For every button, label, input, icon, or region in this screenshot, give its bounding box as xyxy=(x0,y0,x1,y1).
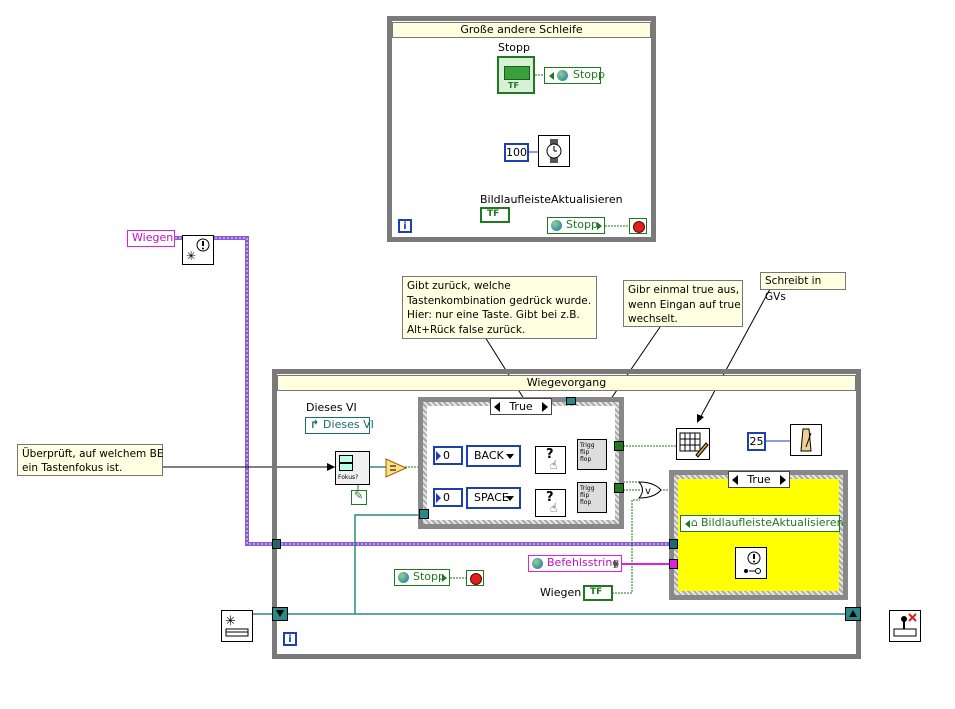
wiegen-local-variable[interactable]: Wiegen xyxy=(127,230,175,247)
global-variable-write-icon[interactable] xyxy=(676,428,710,460)
or-symbol-icon: v xyxy=(637,481,662,499)
key-ring-back[interactable]: BACK xyxy=(466,445,521,467)
stopp-boolean-control[interactable]: TF xyxy=(497,56,535,94)
next-case-icon xyxy=(780,475,786,485)
top-loop-stop-terminal[interactable] xyxy=(629,218,647,234)
equal-triangle-icon xyxy=(385,458,408,478)
keyboard-icon: ✳ xyxy=(225,614,249,637)
index-arrow-icon xyxy=(436,493,441,503)
bild-label: BildlaufleisteAktualisieren xyxy=(480,193,623,206)
error-ring-icon xyxy=(744,551,761,574)
reference-arrow-icon: ↱ xyxy=(310,418,324,431)
top-loop-iteration-terminal: i xyxy=(398,219,412,233)
case-tunnel-right-2 xyxy=(614,483,624,493)
property-row-1 xyxy=(339,455,353,463)
globe-icon xyxy=(398,572,409,583)
main-loop-stop-terminal[interactable] xyxy=(466,570,484,586)
stop-circle-icon xyxy=(470,573,482,585)
case-tunnel-left xyxy=(419,509,429,519)
svg-text:✳: ✳ xyxy=(225,614,236,629)
prev-case-icon xyxy=(494,402,500,412)
metronome-icon xyxy=(800,428,812,452)
svg-text:v: v xyxy=(645,486,651,497)
main-loop-title: Wiegevorgang xyxy=(277,375,856,391)
top-while-loop[interactable] xyxy=(387,16,656,242)
main-while-loop[interactable] xyxy=(272,369,861,659)
case-tunnel-top xyxy=(566,397,576,405)
main-stopp-local-variable[interactable]: Stopp xyxy=(394,569,450,586)
stopp-local-variable-write[interactable]: Stopp xyxy=(544,67,605,84)
main-loop-iteration-terminal: i xyxy=(283,632,297,646)
joystick-close-icon xyxy=(893,613,917,637)
note-tastenkombination: Gibt zurück, welche Tastenkombination ge… xyxy=(402,276,597,339)
key-query-icon-2[interactable]: ? ☝ xyxy=(535,489,566,517)
note-tastenfokus: Überprüft, auf welchem BE ein Tastenfoku… xyxy=(17,444,163,476)
down-arrow-icon xyxy=(276,610,284,617)
case-selector-update[interactable]: True xyxy=(728,471,790,488)
next-case-icon xyxy=(542,402,548,412)
key-ring-space[interactable]: SPACE xyxy=(466,487,521,509)
fokus-property-node[interactable]: Fokus? xyxy=(335,451,370,485)
note-gv: Schreibt in GVs xyxy=(760,272,846,303)
dieses-vi-reference[interactable]: ↱ Dieses VI xyxy=(305,417,374,434)
watch-icon xyxy=(546,139,562,163)
bild-local-variable-write[interactable]: ⌂ BildlaufleisteAktualisieren xyxy=(680,515,844,532)
case-structure-update[interactable] xyxy=(669,470,848,600)
bild-control-tf: TF xyxy=(487,209,500,219)
flipflop-2[interactable]: Trigg flip flop xyxy=(577,482,607,513)
yellow-case-tunnel-pink xyxy=(669,559,678,569)
shift-register-right[interactable] xyxy=(845,607,861,621)
grid-pencil-icon xyxy=(679,432,709,458)
yellow-case-tunnel-purple xyxy=(669,539,678,549)
compare-equal-icon[interactable] xyxy=(385,458,408,478)
globe-icon xyxy=(532,558,543,569)
keyboard-acquire-icon[interactable]: ✳ xyxy=(221,610,253,642)
case-selector-keys[interactable]: True xyxy=(490,398,552,415)
keyboard-close-icon[interactable] xyxy=(889,610,921,642)
wait-constant-100[interactable]: 100 xyxy=(504,143,529,162)
stopp-local-variable-read[interactable]: Stopp xyxy=(547,217,605,234)
key-index-2[interactable]: 0 xyxy=(433,488,463,507)
index-arrow-icon xyxy=(436,451,441,461)
error-clear-icon[interactable] xyxy=(735,547,767,579)
stopp-control-tf: TF xyxy=(508,81,519,90)
prev-case-icon xyxy=(732,475,738,485)
dieses-vi-label: Dieses VI xyxy=(306,401,357,414)
befehlsstring-local-variable[interactable]: Befehlsstring xyxy=(528,555,622,572)
wiegen-boolean-control[interactable]: TF xyxy=(583,585,613,601)
wait-ms-icon[interactable] xyxy=(538,135,570,167)
error-handler-icon[interactable]: ✳ xyxy=(182,235,214,265)
error-tunnel-left xyxy=(272,539,281,549)
stopp-label: Stopp xyxy=(498,41,530,54)
key-index-1[interactable]: 0 xyxy=(433,446,463,465)
wait-constant-25[interactable]: 25 xyxy=(747,432,766,451)
toggle-switch-icon xyxy=(504,66,530,80)
warning-icon: ✳ xyxy=(186,238,210,263)
stop-circle-icon xyxy=(633,221,645,233)
property-row-2 xyxy=(339,463,353,471)
pencil-icon: ✎ xyxy=(354,489,364,502)
shift-register-left[interactable] xyxy=(272,607,288,621)
class-ref-icon[interactable]: ✎ xyxy=(351,489,367,505)
globe-icon xyxy=(557,70,568,81)
top-loop-title: Große andere Schleife xyxy=(392,22,651,38)
or-gate-icon[interactable]: v xyxy=(637,481,662,499)
hand-icon: ☝ xyxy=(550,501,558,515)
hand-icon: ☝ xyxy=(550,458,558,472)
bild-boolean-control[interactable]: TF xyxy=(480,207,510,223)
key-query-icon-1[interactable]: ? ☝ xyxy=(535,446,566,474)
case-tunnel-right-1 xyxy=(614,441,624,451)
flipflop-1[interactable]: Trigg flip flop xyxy=(577,439,607,470)
wiegen-control-tf: TF xyxy=(590,587,603,597)
svg-text:✳: ✳ xyxy=(186,249,196,263)
note-flipflop: Gibr einmal true aus, wenn Eingan auf tr… xyxy=(623,280,743,327)
home-icon: ⌂ xyxy=(691,516,698,529)
wiegen-label: Wiegen xyxy=(540,586,582,599)
fokus-text: Fokus? xyxy=(338,474,359,481)
globe-icon xyxy=(551,220,562,231)
wait-next-multiple-icon[interactable] xyxy=(790,424,822,456)
up-arrow-icon xyxy=(849,610,857,617)
